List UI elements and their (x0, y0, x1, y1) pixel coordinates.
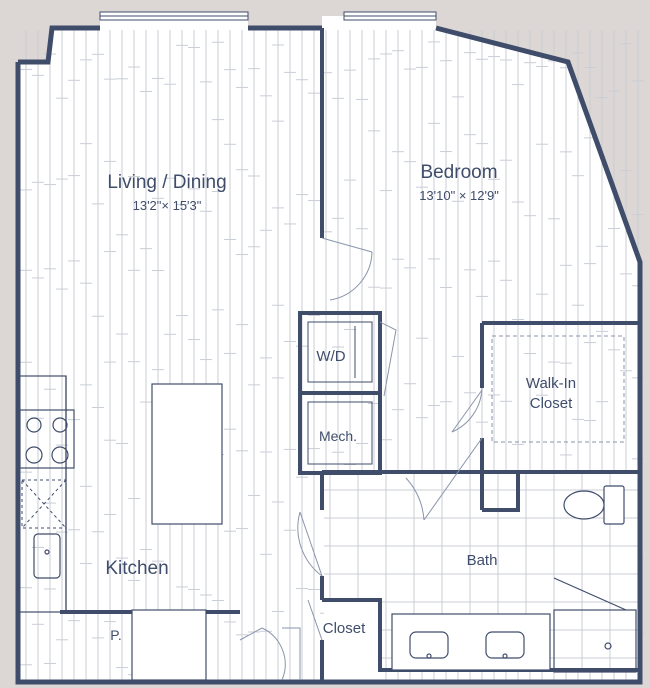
bath-vanity (391, 613, 551, 671)
living-dining-dimensions: 13'2"× 15'3" (133, 198, 202, 213)
bedroom-dimensions: 13'10" × 12'9" (419, 188, 499, 203)
washer-dryer (307, 321, 373, 383)
kitchen-sink (33, 533, 61, 579)
walkin-closet-label-line2: Closet (530, 395, 573, 412)
pantry-label: P. (110, 627, 121, 643)
walkin-closet-label-line1: Walk-In (526, 375, 576, 392)
kitchen-label: Kitchen (105, 558, 168, 579)
bath-label: Bath (467, 552, 498, 569)
cooktop (19, 409, 75, 469)
wd-label: W/D (316, 348, 345, 365)
kitchen-island (151, 383, 223, 525)
dishwasher (21, 479, 67, 529)
shower (553, 577, 637, 673)
mech-unit (307, 401, 373, 465)
kitchen-counter (17, 375, 67, 613)
closet-floor (324, 602, 378, 680)
windows (99, 11, 437, 21)
bedroom-label: Bedroom (420, 162, 497, 183)
mech-label: Mech. (319, 428, 357, 444)
living-dining-label: Living / Dining (107, 172, 226, 193)
toilet (563, 485, 625, 525)
interior-walls (60, 28, 640, 682)
walkin-closet-shelf (491, 335, 625, 443)
closet-label: Closet (323, 620, 366, 637)
doors (239, 237, 483, 681)
refrigerator (131, 609, 207, 681)
